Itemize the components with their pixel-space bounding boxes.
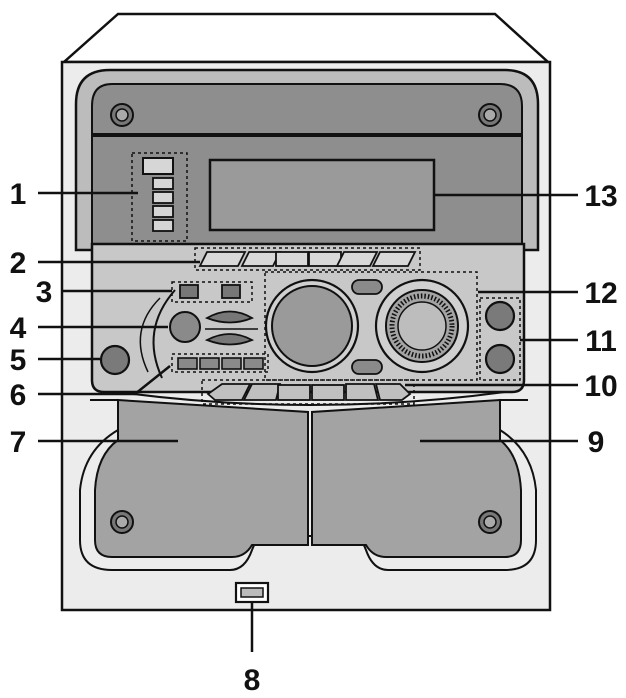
callout-label-4: 4 (10, 312, 27, 345)
small-button[interactable] (179, 284, 199, 299)
pill-button[interactable] (204, 333, 255, 346)
function-button[interactable] (374, 383, 412, 401)
function-button[interactable] (308, 251, 342, 267)
small-button-pair-frame (171, 281, 253, 303)
small-row-button[interactable] (243, 357, 264, 370)
display-window (208, 158, 436, 232)
function-button[interactable] (275, 251, 309, 267)
dial-lower-button[interactable] (351, 359, 383, 375)
callout-label-12: 12 (584, 277, 617, 310)
right-round-button[interactable] (484, 300, 516, 332)
function-button[interactable] (371, 251, 417, 267)
screw-bottom-right (478, 510, 502, 534)
small-button[interactable] (221, 284, 241, 299)
left-button-column-frame (131, 152, 188, 242)
callout-label-11: 11 (585, 325, 617, 358)
column-button[interactable] (152, 219, 174, 232)
small-row-button[interactable] (221, 357, 242, 370)
lower-small-row-frame (171, 353, 269, 373)
upper-function-buttons (198, 251, 417, 267)
jog-dial[interactable] (271, 285, 353, 367)
callout-label-7: 7 (10, 426, 27, 459)
function-button[interactable] (198, 251, 247, 267)
column-top-button[interactable] (142, 157, 174, 175)
column-button[interactable] (152, 205, 174, 218)
volume-dial-grip (389, 293, 455, 359)
lower-small-buttons (177, 357, 264, 370)
pill-button[interactable] (204, 310, 255, 324)
lower-function-buttons (206, 383, 412, 401)
dial-upper-button[interactable] (351, 279, 383, 295)
leader-lines (38, 191, 578, 652)
function-button[interactable] (335, 251, 379, 267)
function-button[interactable] (311, 384, 345, 401)
callout-label-9: 9 (588, 426, 605, 459)
volume-dial-cap (397, 301, 447, 351)
screw-bottom-left (110, 510, 134, 534)
column-button[interactable] (152, 191, 174, 204)
function-button[interactable] (240, 251, 282, 267)
left-control-arc-inner (139, 297, 161, 373)
callout-label-1: 1 (10, 178, 27, 211)
callout-label-6: 6 (10, 379, 27, 412)
left-control-arc (152, 289, 176, 379)
upper-function-row-frame (194, 247, 421, 271)
round-button[interactable] (169, 311, 201, 343)
panel-lower-edge (117, 391, 506, 406)
function-button[interactable] (206, 383, 252, 401)
bottom-connector-slot (240, 587, 264, 598)
right-round-button[interactable] (484, 343, 516, 375)
small-row-button[interactable] (199, 357, 220, 370)
column-button[interactable] (152, 177, 174, 190)
screw-top-right (478, 103, 502, 127)
function-button[interactable] (277, 384, 311, 401)
callout-label-8: 8 (244, 664, 261, 697)
screw-top-left (110, 103, 134, 127)
callout-label-10: 10 (584, 370, 617, 403)
callout-label-2: 2 (10, 247, 27, 280)
small-row-button[interactable] (177, 357, 198, 370)
right-tray-door (311, 398, 522, 558)
function-button[interactable] (345, 383, 380, 401)
callout-label-13: 13 (584, 180, 617, 213)
cabinet-top (60, 12, 552, 64)
left-round-knob[interactable] (99, 344, 131, 376)
function-button[interactable] (242, 383, 282, 401)
left-tray-door (94, 398, 309, 558)
callout-label-5: 5 (10, 344, 27, 377)
callout-label-3: 3 (36, 276, 53, 309)
